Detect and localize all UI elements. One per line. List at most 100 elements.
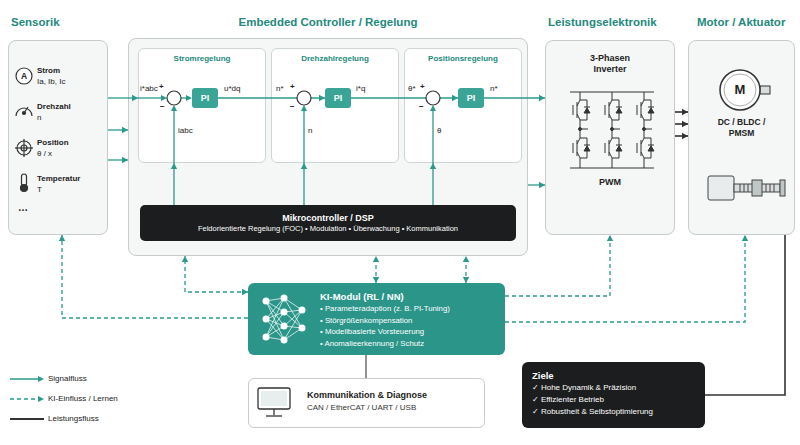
node-dot (579, 128, 582, 131)
thermometer-tube (22, 174, 27, 186)
screw-thread (740, 184, 774, 192)
sign-minus: − (290, 102, 295, 112)
arrowhead (463, 256, 469, 262)
connector-line (505, 235, 610, 296)
section-heading: Embedded Controller / Regelung (129, 16, 527, 30)
connector (373, 256, 379, 283)
connector (505, 235, 613, 296)
motor-shaft (760, 86, 770, 94)
thermometer-icon (21, 174, 28, 192)
controller-panel: Embedded Controller / RegelungStromregel… (128, 38, 528, 256)
mcu-title: Mikrocontroller / DSP (282, 212, 374, 224)
connector-line (675, 111, 688, 113)
arrowhead (742, 235, 748, 241)
arrowhead (59, 235, 65, 241)
summing-junction (297, 91, 311, 105)
sensor-name: Temperatur (37, 174, 80, 184)
connector-line (173, 163, 174, 205)
phase-tap (644, 129, 652, 130)
feedback-wire (173, 110, 174, 163)
sensor-signal: Ia, Ib, Ic (37, 77, 65, 87)
motor-letter: M (735, 82, 746, 98)
motor-symbol (720, 70, 770, 110)
leg-wire (644, 92, 645, 100)
arrowhead (430, 163, 436, 169)
signal-name: n* (490, 84, 498, 94)
feedback-signal: iabc (178, 126, 193, 136)
feedback-signal: θ (437, 126, 441, 136)
motor-housing (720, 70, 760, 110)
section-heading: Motor / Aktuator (697, 16, 785, 30)
sensor-name: Drehzahl (37, 102, 71, 112)
mcu-bar: Mikrocontroller / DSPFeldorientierte Reg… (140, 205, 516, 241)
screw-nut (752, 180, 762, 196)
arrowhead (430, 105, 436, 111)
connector (675, 109, 688, 115)
ai-module: KI-Modul (RL / NN)• Parameteradaption (z… (248, 283, 505, 355)
goal-item: ✓ Effizienter Betrieb (532, 394, 695, 406)
connector (182, 256, 248, 295)
goal-item: ✓ Hohe Dynamik & Präzision (532, 382, 695, 394)
feedback-wire (432, 110, 433, 163)
arrowhead (452, 95, 458, 101)
arrowhead (682, 109, 688, 115)
connector (366, 355, 367, 378)
end-bearing (780, 180, 785, 196)
legend-line-dashed (10, 398, 39, 400)
connector-line (375, 256, 376, 283)
network-links (266, 298, 302, 340)
arrowhead (182, 256, 188, 262)
igbt-switch (605, 100, 622, 120)
sign-plus: + (420, 82, 425, 92)
box-title: Kommunikation & Diagnose (307, 389, 476, 402)
connector (528, 182, 545, 188)
loop-wires (138, 95, 436, 163)
network-neurons (263, 295, 306, 344)
arrowhead (171, 105, 177, 111)
crosshair (15, 147, 33, 148)
arrowhead (171, 163, 177, 169)
pi-controller: PI (192, 88, 218, 108)
mcu-features: Feldorientierte Regelung (FOC) • Modulat… (198, 224, 458, 234)
legend-line-power (10, 418, 44, 420)
sensor-signal: θ / x (37, 149, 52, 159)
pi-controller: PI (325, 88, 351, 108)
connector (675, 121, 688, 127)
node-dot (611, 128, 614, 131)
pi-label: PI (334, 93, 343, 103)
igbt-switch (605, 138, 622, 158)
connector (108, 157, 128, 163)
arrowhead (607, 235, 613, 241)
connector (301, 163, 307, 205)
arrowhead (373, 277, 379, 283)
section-heading: Leistungselektronik (548, 16, 657, 30)
connector-line (705, 235, 785, 395)
leg-wire (580, 92, 581, 100)
bus-list: CAN / EtherCAT / UART / USB (307, 402, 476, 414)
connector (59, 235, 248, 318)
connector (675, 133, 688, 139)
sensor-signal: n (37, 113, 41, 123)
neural-network-icon (263, 295, 306, 344)
arrowhead (539, 182, 545, 188)
goals-box: Ziele✓ Hohe Dynamik & Präzision✓ Effizie… (522, 362, 705, 428)
leg-wire (612, 92, 613, 100)
pi-controller: PI (458, 88, 484, 108)
neuron (281, 295, 288, 302)
phase-tap (580, 129, 588, 130)
connector-line (108, 159, 128, 160)
target-inner (21, 145, 27, 151)
pi-label: PI (201, 93, 210, 103)
arrowhead (539, 95, 545, 101)
leg-wire (612, 158, 613, 168)
connector-line (675, 123, 688, 125)
signal-name: n* (276, 84, 284, 94)
arrowhead (122, 127, 128, 133)
monitor-base (266, 415, 282, 416)
feedback-signal: n (308, 126, 312, 136)
screen (261, 391, 287, 406)
power-electronics-panel: Leistungselektronik3-Phasen InverterPWM (545, 40, 675, 235)
arrowhead (301, 105, 307, 111)
